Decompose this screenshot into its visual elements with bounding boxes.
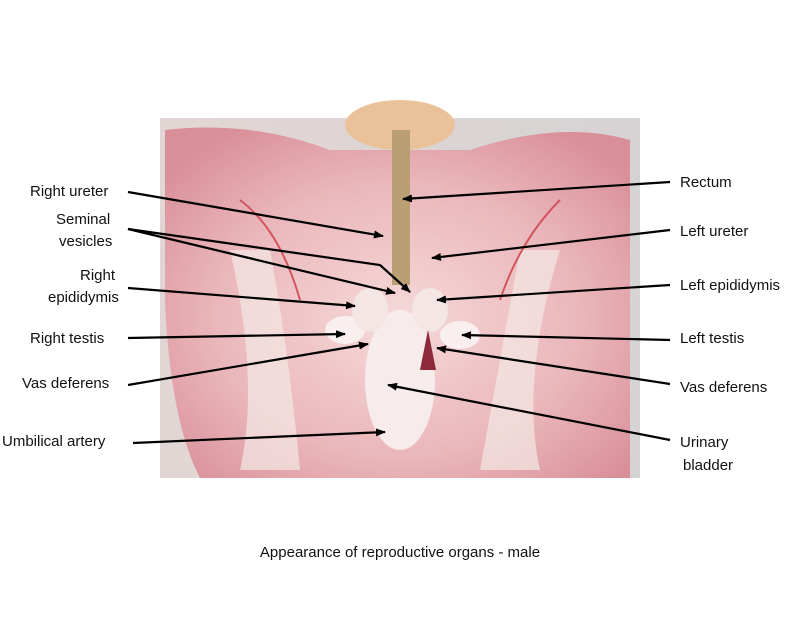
arrow-seminal-vesicles-2 — [127, 227, 411, 293]
label-rectum: Rectum — [680, 174, 732, 191]
arrow-vas-deferens-right — [436, 345, 671, 386]
label-umbilical-artery: Umbilical artery — [2, 433, 106, 450]
label-left-testis: Left testis — [680, 330, 744, 347]
arrow-seminal-vesicles-1 — [127, 227, 396, 295]
arrow-rectum — [402, 180, 671, 203]
label-left-ureter: Left ureter — [680, 223, 748, 240]
label-right-epididymis-line1: Right — [80, 267, 116, 284]
pointer-arrows — [127, 180, 671, 445]
arrow-right-testis — [127, 330, 346, 340]
left-labels: Right ureter Seminal vesicles Right epid… — [2, 183, 119, 450]
label-left-epididymis: Left epididymis — [680, 277, 780, 294]
arrow-left-testis — [461, 331, 671, 342]
specimen-photo — [160, 100, 640, 478]
label-right-ureter: Right ureter — [30, 183, 108, 200]
label-right-testis: Right testis — [30, 330, 104, 347]
arrow-right-ureter — [127, 190, 384, 239]
arrow-left-epididymis — [436, 283, 671, 304]
label-urinary-bladder-line1: Urinary — [680, 434, 729, 451]
label-vas-deferens-right: Vas deferens — [680, 379, 767, 396]
label-seminal-vesicles-line1: Seminal — [56, 211, 110, 228]
arrow-right-epididymis — [127, 286, 356, 310]
label-vas-deferens-left: Vas deferens — [22, 375, 109, 392]
right-labels: Rectum Left ureter Left epididymis Left … — [680, 174, 780, 474]
arrow-vas-deferens-left — [127, 341, 369, 387]
arrow-umbilical-artery — [132, 428, 386, 445]
arrow-urinary-bladder — [387, 382, 671, 442]
figure-caption: Appearance of reproductive organs - male — [260, 544, 540, 561]
label-right-epididymis-line2: epididymis — [48, 289, 119, 306]
label-urinary-bladder-line2: bladder — [683, 457, 733, 474]
arrow-left-ureter — [431, 228, 671, 261]
label-seminal-vesicles-line2: vesicles — [59, 233, 112, 250]
